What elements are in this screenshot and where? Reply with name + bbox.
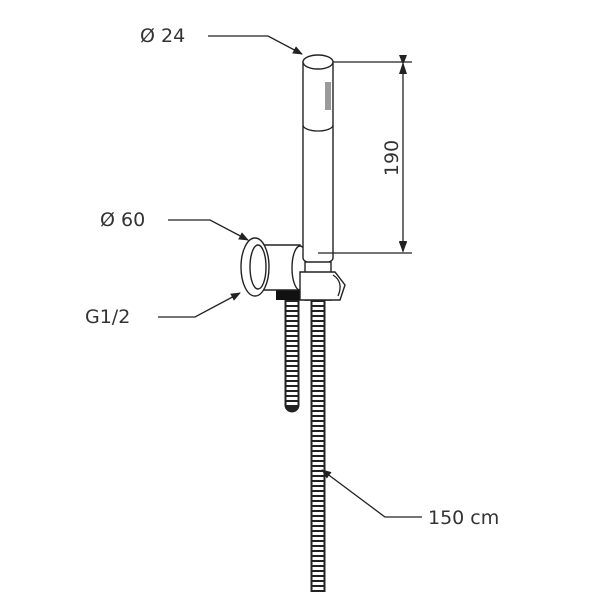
label-head-diameter: Ø 24 [140, 25, 185, 47]
holder-bracket [299, 271, 346, 301]
leader-thread: G1/2 [85, 292, 241, 328]
label-thread: G1/2 [85, 306, 130, 328]
leader-hose-length: 150 cm [321, 469, 499, 529]
label-hose-length: 150 cm [428, 507, 499, 529]
wall-outlet [240, 237, 309, 300]
dimension-length: 190 [318, 55, 412, 254]
leader-flange-diameter: Ø 60 [100, 209, 249, 241]
hand-shower [299, 54, 346, 301]
label-head-length: 190 [381, 140, 403, 176]
button-slot [325, 82, 331, 110]
leader-head-diameter: Ø 24 [140, 25, 303, 55]
label-flange-diameter: Ø 60 [100, 209, 145, 231]
